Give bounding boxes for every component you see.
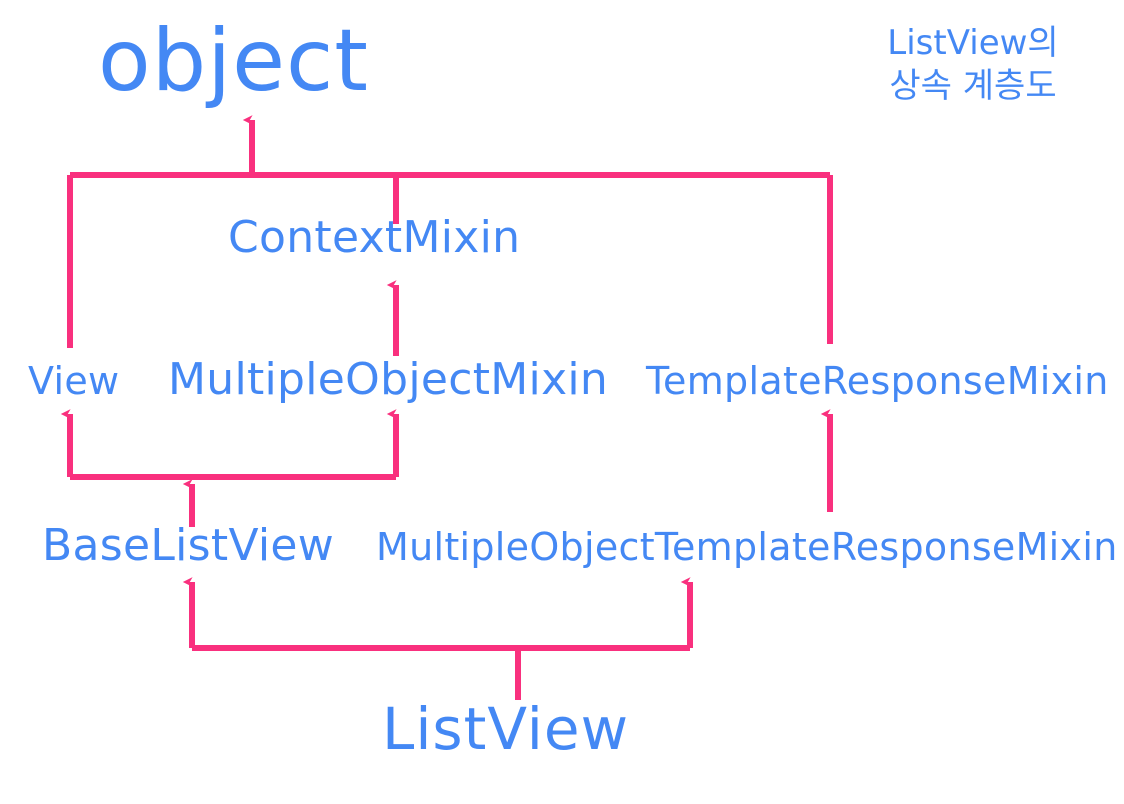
node-contextmixin[interactable]: ContextMixin [228,212,521,263]
node-multipleobjectmixin[interactable]: MultipleObjectMixin [168,354,609,405]
node-object[interactable]: object [98,11,370,111]
node-multipleobjecttemplateresponsemixin[interactable]: MultipleObjectTemplateResponseMixin [376,525,1118,569]
node-view[interactable]: View [28,359,120,403]
diagram-caption: ListView의 상속 계층도 [887,23,1059,106]
node-listview[interactable]: ListView [382,695,630,763]
node-templateresponsemixin[interactable]: TemplateResponseMixin [646,359,1109,403]
node-baselistview[interactable]: BaseListView [42,520,335,571]
